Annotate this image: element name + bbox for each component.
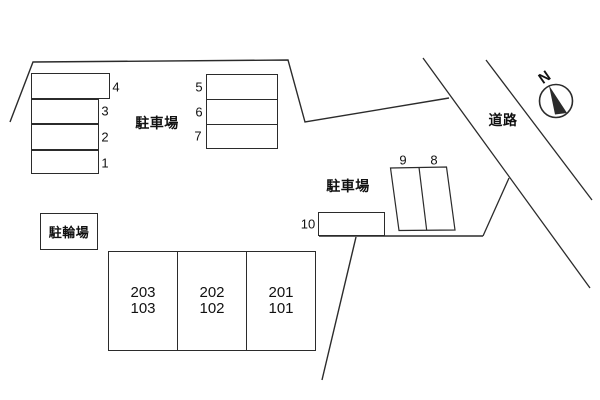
- parking-spaces-3-2-1-column: [31, 99, 99, 174]
- road-edge-left: [422, 57, 591, 289]
- property-boundary-southwest: [321, 236, 357, 381]
- building-unit-cell: 201 101: [246, 252, 315, 350]
- compass-circle: [538, 83, 574, 119]
- parking-space-1-label: 1: [101, 155, 109, 171]
- space-divider: [207, 98, 277, 100]
- road-label: 道路: [488, 112, 518, 128]
- north-compass-icon: N: [535, 68, 574, 119]
- space-divider: [207, 123, 277, 125]
- unit-number-lower: 103: [130, 300, 156, 317]
- unit-number-upper: 202: [199, 284, 225, 301]
- parking-space-2-label: 2: [101, 129, 109, 145]
- parking-space-10-box: [318, 212, 385, 236]
- road-edge-right: [485, 59, 593, 201]
- bicycle-parking-box: 駐輪場: [40, 213, 98, 250]
- parking-spaces-5-6-7-column: [206, 74, 278, 149]
- building-unit-cell: 203 103: [109, 252, 177, 350]
- parking-space-4-box: [31, 73, 110, 99]
- unit-number-lower: 102: [199, 300, 225, 317]
- property-boundary-east: [482, 177, 510, 237]
- parking-space-9-label: 9: [399, 152, 407, 168]
- parking-space-8-label: 8: [430, 152, 438, 168]
- building: 203 103 202 102 201 101: [108, 251, 316, 351]
- parking-lot-label-right: 駐車場: [326, 178, 370, 194]
- space-divider: [32, 123, 98, 125]
- parking-space-5-label: 5: [195, 79, 203, 95]
- bicycle-parking-label: 駐輪場: [48, 225, 90, 240]
- parking-space-9-8-divider: [418, 167, 428, 231]
- space-divider: [32, 149, 98, 151]
- compass-needle: [549, 85, 567, 115]
- parking-space-7-label: 7: [194, 128, 202, 144]
- property-boundary-top: [9, 59, 450, 123]
- unit-number-upper: 203: [130, 284, 156, 301]
- parking-lot-label-top: 駐車場: [135, 115, 179, 131]
- unit-number-upper: 201: [268, 284, 294, 301]
- building-unit-cell: 202 102: [177, 252, 246, 350]
- parking-space-3-label: 3: [101, 103, 109, 119]
- unit-number-lower: 101: [268, 300, 294, 317]
- parking-space-6-label: 6: [195, 104, 203, 120]
- parking-space-10-label: 10: [300, 216, 316, 232]
- parking-space-4-label: 4: [112, 79, 120, 95]
